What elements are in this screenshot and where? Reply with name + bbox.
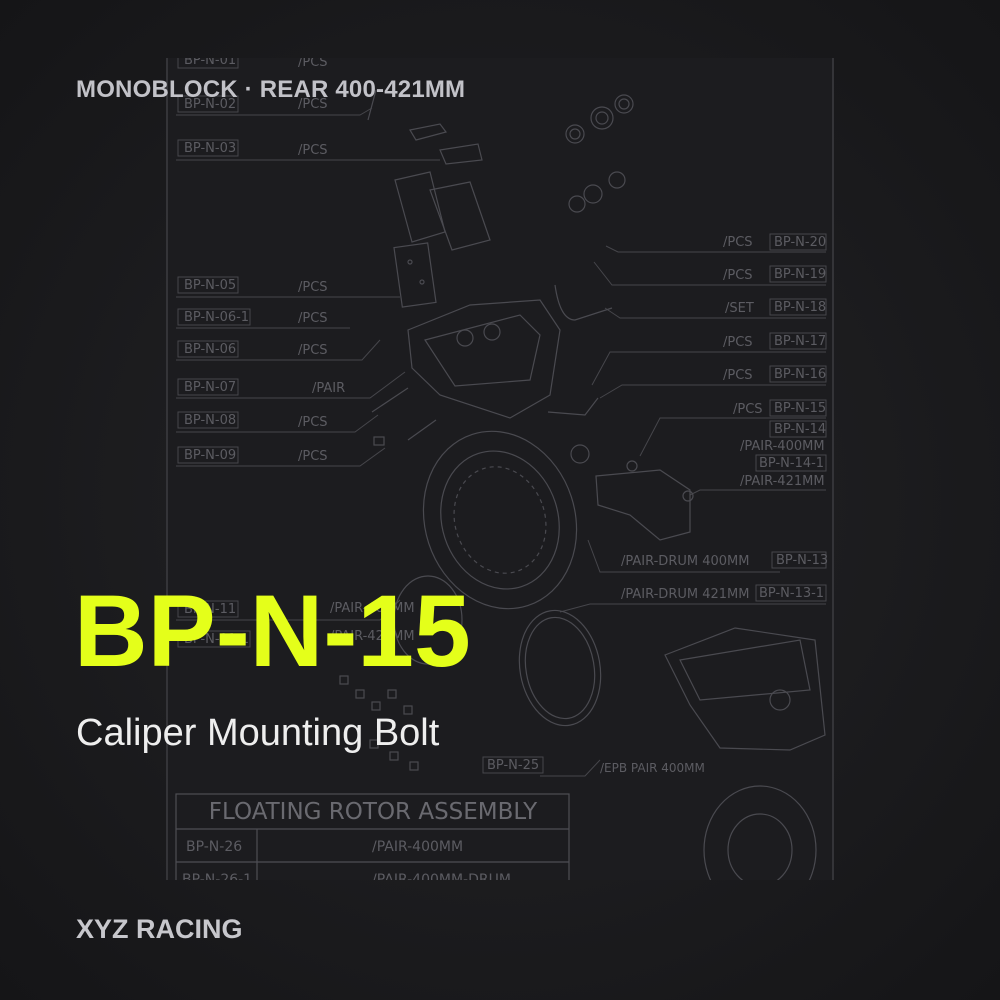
diagram-code: BP-N-11-1 xyxy=(184,632,249,647)
diagram-code: BP-N-09 xyxy=(184,448,236,463)
diagram-unit: /PCS xyxy=(298,343,328,358)
diagram-code: BP-N-07 xyxy=(184,380,236,395)
diagram-unit: /PAIR-421MM xyxy=(330,629,415,644)
diagram-unit: /PCS xyxy=(298,97,328,112)
diagram-code: BP-N-13-1 xyxy=(759,586,824,601)
table-title: FLOATING ROTOR ASSEMBLY xyxy=(209,799,538,825)
diagram-unit: /PCS xyxy=(723,268,753,283)
diagram-unit: /PCS xyxy=(298,143,328,158)
diagram-unit: /PCS xyxy=(733,402,763,417)
diagram-code: BP-N-11 xyxy=(184,602,236,617)
diagram-unit: /PCS xyxy=(723,368,753,383)
diagram-unit: /PCS xyxy=(298,55,328,70)
diagram-code: BP-N-05 xyxy=(184,278,236,293)
diagram-unit: /PCS xyxy=(298,311,328,326)
diagram-unit: /PAIR xyxy=(312,381,345,396)
rotor-assembly-table xyxy=(175,793,570,880)
diagram-code: BP-N-13 xyxy=(776,553,828,568)
table-code: BP-N-26-1 xyxy=(182,872,252,888)
diagram-unit: /PAIR-421MM xyxy=(740,474,825,489)
table-code: BP-N-26 xyxy=(186,839,242,855)
diagram-unit: /EPB PAIR 400MM xyxy=(600,761,705,775)
diagram-unit: /PAIR-400MM xyxy=(330,601,415,616)
diagram-code: BP-N-14-1 xyxy=(759,456,824,471)
diagram-unit: /PCS xyxy=(298,449,328,464)
diagram-code: BP-N-14 xyxy=(774,422,826,437)
diagram-unit: /PCS xyxy=(298,415,328,430)
diagram-unit: /PCS xyxy=(723,235,753,250)
diagram-code: BP-N-08 xyxy=(184,413,236,428)
diagram-code: BP-N-20 xyxy=(774,235,826,250)
diagram-code: BP-N-25 xyxy=(487,758,539,773)
diagram-code: BP-N-06 xyxy=(184,342,236,357)
diagram-unit: /PCS xyxy=(298,280,328,295)
diagram-code: BP-N-02 xyxy=(184,97,236,112)
diagram-code: BP-N-19 xyxy=(774,267,826,282)
diagram-unit: /SET xyxy=(725,301,754,316)
diagram-code: BP-N-15 xyxy=(774,401,826,416)
diagram-code: BP-N-18 xyxy=(774,300,826,315)
diagram-code: BP-N-16 xyxy=(774,367,826,382)
diagram-unit: /PAIR-400MM xyxy=(740,439,825,454)
diagram-code: BP-N-06-1 xyxy=(184,310,249,325)
diagram-unit: /PCS xyxy=(723,335,753,350)
table-unit: /PAIR-400MM xyxy=(372,839,463,855)
diagram-unit: /PAIR-DRUM 421MM xyxy=(621,587,749,602)
diagram-unit: /PAIR-DRUM 400MM xyxy=(621,554,749,569)
diagram-code: BP-N-01 xyxy=(184,53,236,68)
diagram-code: BP-N-17 xyxy=(774,334,826,349)
table-unit: /PAIR-400MM-DRUM xyxy=(372,872,511,888)
diagram-code: BP-N-03 xyxy=(184,141,236,156)
